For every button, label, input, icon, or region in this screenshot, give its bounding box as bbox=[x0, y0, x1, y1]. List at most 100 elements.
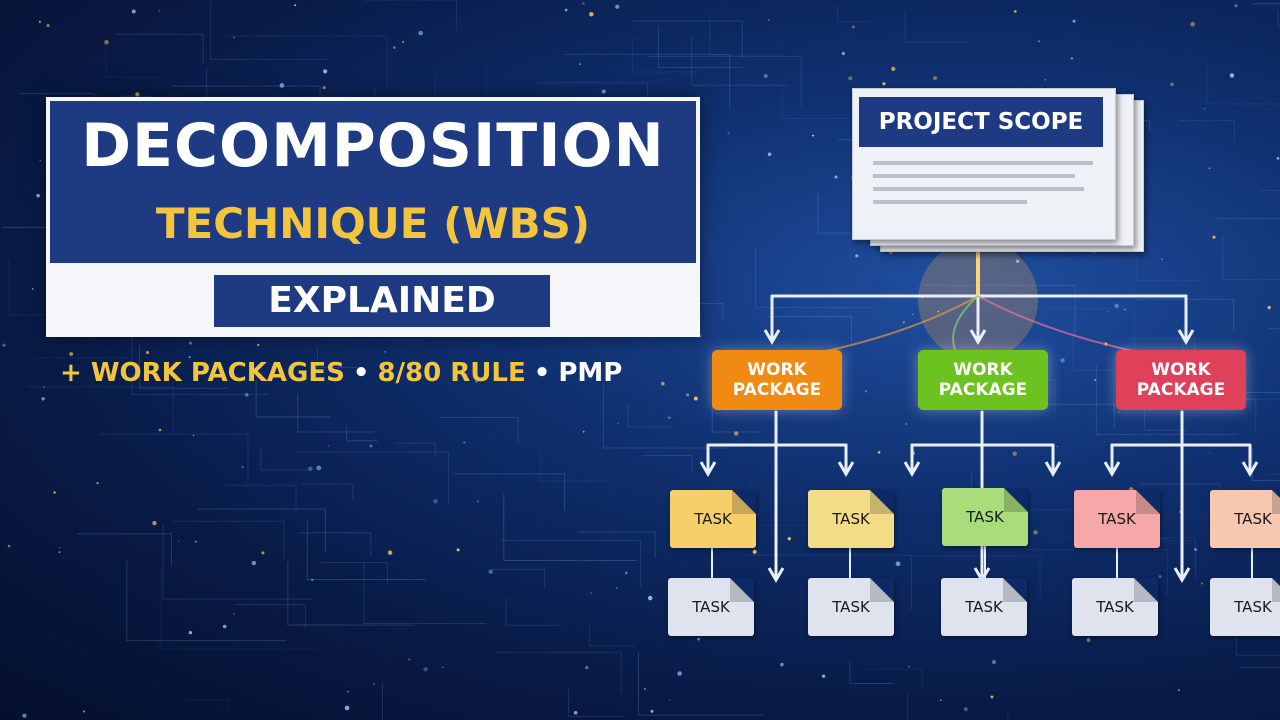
arrow-icon bbox=[763, 329, 781, 345]
subtitle-pmp: PMP bbox=[558, 358, 623, 388]
glow-particle bbox=[848, 76, 853, 81]
glow-particle bbox=[940, 699, 942, 702]
glow-particle bbox=[387, 550, 393, 555]
circuit-trace bbox=[648, 56, 802, 108]
glow-particle bbox=[647, 595, 653, 601]
glow-particle bbox=[624, 571, 628, 575]
circuit-trace bbox=[1026, 549, 1168, 597]
glow-particle bbox=[131, 9, 136, 14]
task-card: TASK bbox=[1210, 578, 1280, 636]
circuit-trace bbox=[293, 597, 348, 626]
circuit-trace bbox=[225, 35, 388, 90]
task-card: TASK bbox=[1072, 578, 1158, 636]
glow-particle bbox=[158, 428, 162, 432]
glow-particle bbox=[96, 481, 99, 485]
glow-particle bbox=[1276, 157, 1280, 160]
glow-particle bbox=[152, 520, 157, 526]
circuit-trace bbox=[490, 568, 546, 588]
circuit-trace bbox=[210, 0, 329, 60]
task-card: TASK bbox=[808, 490, 894, 548]
glow-particle bbox=[1267, 305, 1271, 310]
glow-particle bbox=[322, 86, 326, 90]
work-package-label: WORK bbox=[747, 360, 807, 380]
circuit-trace bbox=[159, 571, 316, 650]
glow-particle bbox=[41, 397, 45, 401]
work-package-2: WORK PACKAGE bbox=[918, 350, 1048, 410]
glow-particle bbox=[668, 699, 671, 701]
work-package-3: WORK PACKAGE bbox=[1116, 350, 1246, 410]
work-package-label: PACKAGE bbox=[732, 380, 822, 400]
glow-particle bbox=[1208, 167, 1211, 170]
task-label: TASK bbox=[832, 510, 870, 528]
glow-particle bbox=[475, 379, 478, 383]
title-line-2: TECHNIQUE (WBS) bbox=[155, 199, 591, 248]
circuit-trace bbox=[1095, 363, 1239, 436]
glow-particle bbox=[327, 445, 330, 447]
subtitle-line: + WORK PACKAGES•8/80 RULE•PMP bbox=[60, 355, 622, 391]
glow-particle bbox=[902, 321, 905, 324]
circuit-trace bbox=[539, 448, 606, 482]
glow-particle bbox=[582, 430, 585, 433]
glow-particle bbox=[1124, 308, 1126, 311]
task-label: TASK bbox=[832, 598, 870, 616]
glow-particle bbox=[1203, 107, 1206, 110]
glow-particle bbox=[1013, 10, 1017, 13]
glow-particle bbox=[22, 713, 27, 718]
glow-particle bbox=[323, 69, 328, 74]
circuit-trace bbox=[501, 539, 642, 587]
circuit-trace bbox=[588, 623, 635, 647]
glow-particle bbox=[442, 666, 444, 668]
circuit-trace bbox=[115, 33, 204, 64]
project-scope-document: PROJECT SCOPE bbox=[852, 88, 1144, 252]
glow-particle bbox=[1234, 4, 1238, 8]
glow-particle bbox=[616, 587, 618, 589]
glow-particle bbox=[905, 422, 908, 426]
glow-particle bbox=[279, 83, 285, 88]
glow-particle bbox=[245, 393, 249, 397]
circuit-trace bbox=[1136, 248, 1202, 281]
subtitle-separator: • bbox=[533, 358, 551, 388]
task-card: TASK bbox=[670, 490, 756, 548]
glow-particle bbox=[661, 381, 665, 386]
circuit-trace bbox=[255, 379, 331, 418]
glow-particle bbox=[256, 343, 260, 347]
glow-particle bbox=[316, 465, 322, 471]
glow-particle bbox=[1170, 82, 1174, 87]
circuit-trace bbox=[306, 520, 426, 581]
arrow-icon bbox=[1241, 461, 1259, 477]
circuit-trace bbox=[657, 25, 743, 69]
title-line-1: DECOMPOSITION bbox=[81, 111, 665, 181]
glow-particle bbox=[763, 73, 768, 79]
glow-particle bbox=[233, 613, 235, 615]
glow-particle bbox=[69, 352, 74, 356]
glow-particle bbox=[564, 8, 568, 12]
glow-particle bbox=[36, 193, 40, 198]
glow-particle bbox=[937, 310, 940, 313]
circuit-trace bbox=[1222, 233, 1280, 281]
arrow-icon bbox=[1103, 461, 1121, 477]
glow-particle bbox=[476, 500, 480, 503]
task-label: TASK bbox=[1234, 598, 1272, 616]
glow-particle bbox=[188, 356, 191, 359]
circuit-trace bbox=[131, 326, 269, 395]
circuit-trace bbox=[234, 604, 306, 629]
glow-particle bbox=[7, 544, 11, 548]
glow-particle bbox=[821, 674, 826, 678]
glow-particle bbox=[347, 690, 349, 693]
circuit-trace bbox=[363, 0, 457, 32]
circuit-trace bbox=[363, 562, 487, 625]
glow-particle bbox=[852, 25, 855, 29]
glow-particle bbox=[1118, 411, 1120, 413]
glow-particle bbox=[864, 390, 867, 393]
circuit-trace bbox=[745, 554, 913, 611]
circuit-trace bbox=[454, 473, 566, 511]
doc-text-lines bbox=[873, 161, 1093, 213]
circuit-trace bbox=[1043, 403, 1115, 429]
doc-front-page: PROJECT SCOPE bbox=[852, 88, 1116, 240]
glow-particle bbox=[241, 466, 244, 468]
circuit-trace bbox=[294, 451, 449, 504]
circuit-trace bbox=[1253, 3, 1280, 5]
glow-particle bbox=[53, 491, 56, 494]
glow-particle bbox=[463, 441, 466, 444]
task-card: TASK bbox=[942, 488, 1028, 546]
